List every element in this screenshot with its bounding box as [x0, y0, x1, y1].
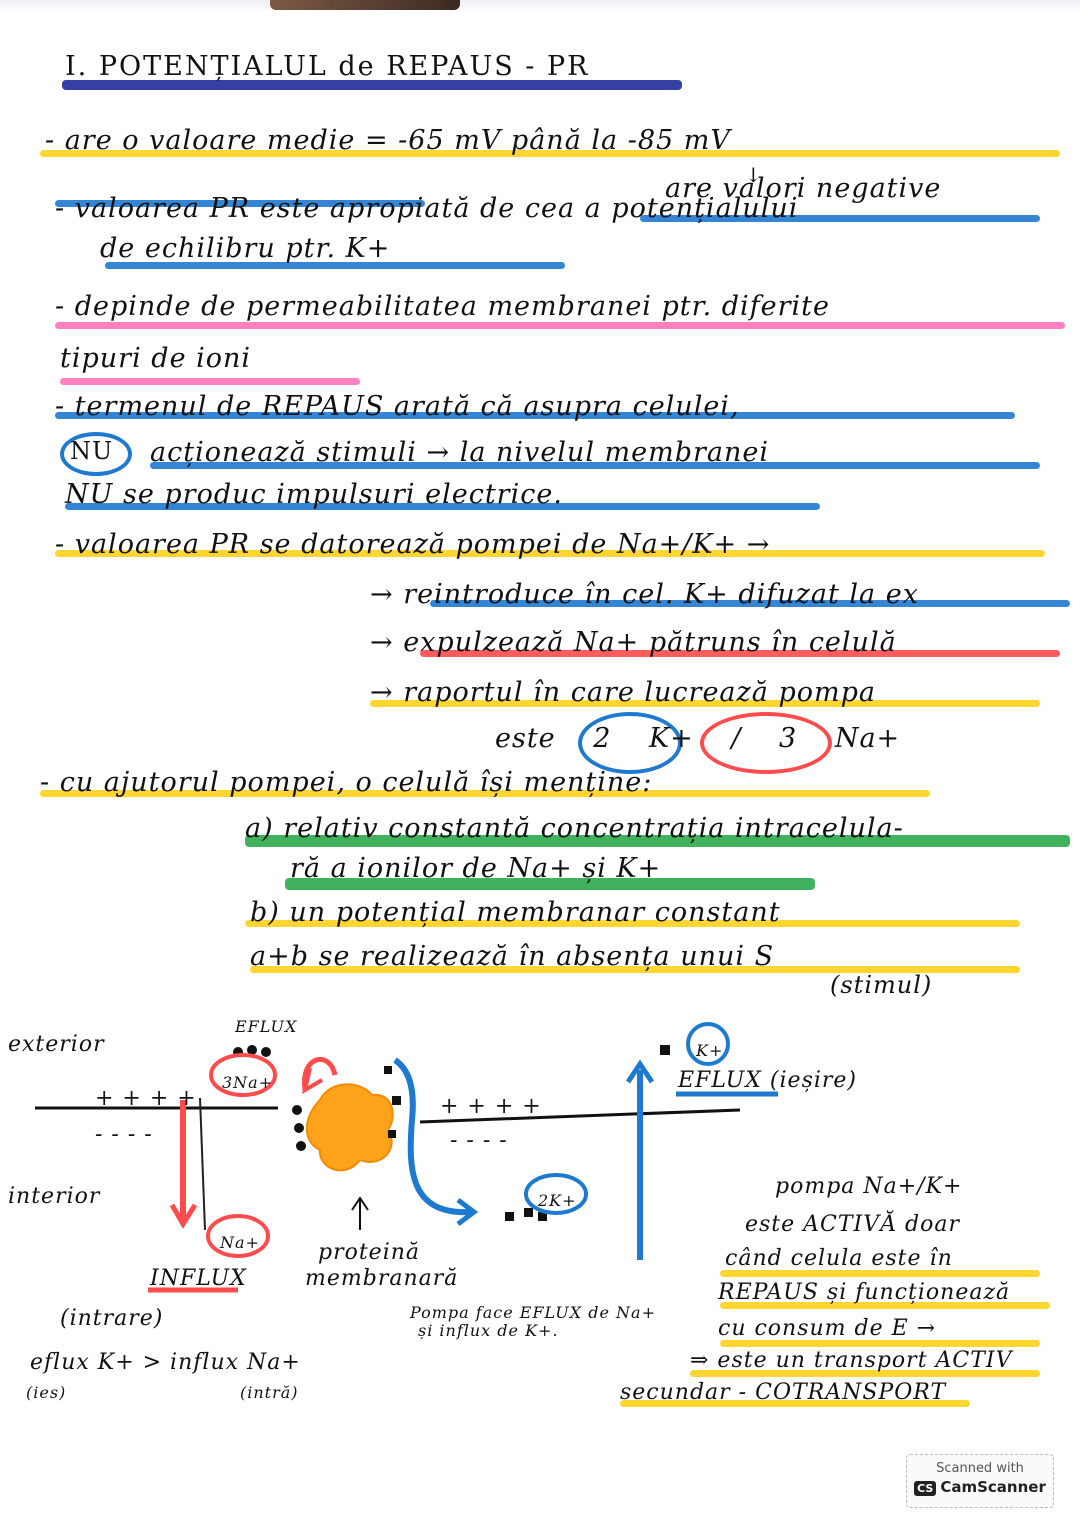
- side-note-line: secundar - COTRANSPORT: [620, 1380, 947, 1405]
- efflux-top-label: EFLUX: [235, 1017, 298, 1036]
- minus-right: - - - -: [450, 1128, 508, 1153]
- badge-line1: Scanned with: [936, 1461, 1024, 1476]
- efflux-right-label: EFLUX (ieșire): [678, 1068, 858, 1093]
- title-underline: [62, 80, 682, 90]
- protein-blob: [305, 1083, 394, 1172]
- highlight-line-5: [60, 378, 360, 385]
- compare-line: eflux K+ > influx Na+: [30, 1350, 301, 1375]
- page-title: I. POTENȚIALUL de REPAUS - PR: [65, 51, 590, 82]
- note-line: a+b se realizează în absența unui S: [250, 941, 775, 972]
- note-line: acționează stimuli → la nivelul membrane…: [150, 437, 770, 468]
- membrane-line-right: [419, 1108, 741, 1124]
- highlight-line-16: [245, 920, 1020, 927]
- protein-label-1: proteină: [318, 1240, 421, 1265]
- binder-clip: [270, 0, 460, 10]
- side-note-line: cu consum de E →: [718, 1316, 937, 1341]
- na3-circle: [209, 1053, 277, 1097]
- na3-label: 3Na+: [222, 1073, 274, 1092]
- highlight-line-12: [370, 700, 1040, 707]
- note-line: (stimul): [830, 971, 933, 999]
- highlight-line-15: [285, 878, 815, 890]
- camscanner-logo-icon: CS: [914, 1481, 937, 1496]
- highlight-line-13: [40, 790, 930, 797]
- highlight-line-1: [40, 150, 1060, 157]
- note-line: b) un potențial membranar constant: [250, 897, 781, 928]
- side-note-line: este ACTIVĂ doar: [745, 1212, 960, 1237]
- nu-label: NU: [70, 437, 114, 465]
- exterior-label: exterior: [8, 1032, 105, 1057]
- highlight-line-10: [430, 600, 1070, 607]
- note-line: ră a ionilor de Na+ și K+: [290, 853, 662, 884]
- plus-right: + + + +: [440, 1094, 542, 1119]
- note-line: → expulzează Na+ pătruns în celulă: [370, 627, 897, 658]
- interior-label: interior: [8, 1184, 101, 1209]
- pump-note-1: Pompa face EFLUX de Na+: [410, 1303, 656, 1322]
- note-line: - are o valoare medie = -65 mV până la -…: [45, 125, 731, 156]
- note-line: → reintroduce în cel. K+ difuzat la ex: [370, 579, 919, 610]
- minus-left: - - - -: [95, 1122, 153, 1147]
- k-label: K+: [696, 1041, 724, 1060]
- k2-circle: [524, 1173, 588, 1215]
- down-arrow: ↓: [745, 163, 763, 187]
- highlight-line-2b: [640, 215, 1040, 222]
- highlight-line-14: [245, 835, 1070, 847]
- highlight-line-3: [105, 262, 565, 269]
- side-note-line: când celula este în: [725, 1246, 953, 1271]
- highlight-line-17: [250, 966, 1020, 973]
- k-influx-arrow: [393, 1057, 471, 1216]
- na-in-circle: [206, 1214, 270, 1258]
- note-line: de echilibru ptr. K+: [100, 233, 391, 264]
- highlight-line-6: [55, 412, 1015, 419]
- note-line: are valori negative: [665, 173, 942, 204]
- na-in-label: Na+: [220, 1233, 260, 1252]
- note-line: - cu ajutorul pompei, o celulă își menți…: [40, 767, 653, 798]
- side-highlight-4: [690, 1370, 1040, 1377]
- note-line: a) relativ constantă concentrația intrac…: [245, 813, 904, 844]
- note-line: NU se produc impulsuri electrice.: [65, 479, 563, 510]
- plus-left: + + + +: [95, 1086, 197, 1111]
- badge-brand: CamScanner: [940, 1478, 1046, 1496]
- note-line: → raportul în care lucrează pompa: [370, 677, 876, 708]
- na-efflux-arrow: [301, 1056, 338, 1091]
- protein-label-2: membranară: [305, 1266, 459, 1291]
- influx-label: INFLUX: [150, 1266, 247, 1291]
- note-line: - termenul de REPAUS arată că asupra cel…: [55, 391, 740, 422]
- k2-label: 2K+: [538, 1191, 577, 1210]
- note-line: - valoarea PR este apropiată de cea a po…: [55, 193, 799, 224]
- note-line: tipuri de ioni: [60, 343, 252, 374]
- nu-circle: [60, 432, 132, 476]
- side-highlight-1: [720, 1270, 1040, 1277]
- influx-paren: (intrare): [60, 1306, 164, 1331]
- side-note-line: pompa Na+/K+: [775, 1174, 963, 1199]
- highlight-line-7: [150, 462, 1040, 469]
- k-circle: [686, 1022, 730, 1066]
- ratio-line: este 2 K+ / 3 Na+: [495, 723, 901, 754]
- note-line: - depinde de permeabilitatea membranei p…: [55, 291, 831, 322]
- compare-intra: (intră): [240, 1383, 299, 1402]
- side-note-line: ⇒ este un transport ACTIV: [690, 1348, 1013, 1373]
- pump-note-2: și influx de K+.: [418, 1321, 559, 1340]
- side-highlight-2: [720, 1302, 1050, 1309]
- highlight-line-4: [55, 322, 1065, 329]
- highlight-line-2a: [55, 200, 425, 207]
- side-highlight-3: [720, 1340, 1040, 1347]
- highlight-line-11: [420, 650, 1060, 657]
- highlight-line-9: [55, 550, 1045, 557]
- k-ratio-circle: [578, 712, 682, 774]
- compare-ies: (ies): [26, 1383, 67, 1402]
- highlight-line-8: [65, 503, 820, 510]
- note-line: - valoarea PR se datorează pompei de Na+…: [55, 529, 771, 560]
- na-ratio-circle: [700, 712, 832, 774]
- side-highlight-5: [620, 1400, 970, 1407]
- side-note-line: REPAUS și funcționează: [718, 1280, 1011, 1305]
